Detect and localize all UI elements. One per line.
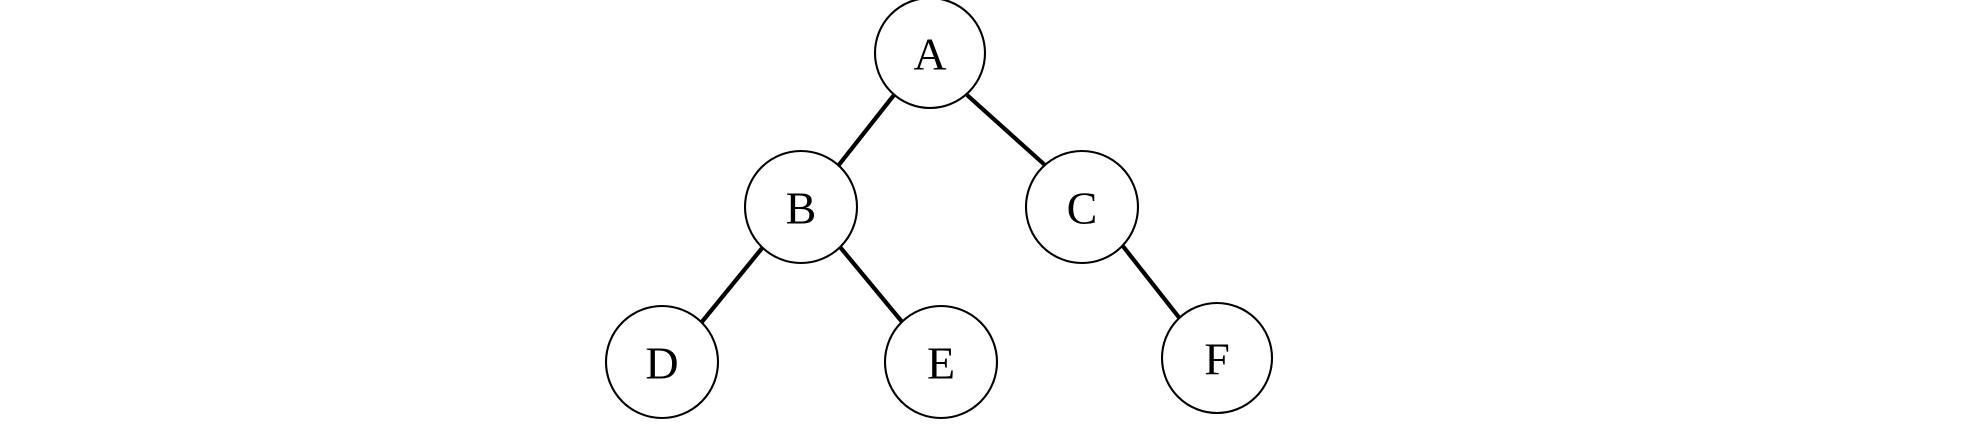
- tree-node-d[interactable]: D: [604, 304, 720, 420]
- node-circle-f[interactable]: [1160, 301, 1274, 415]
- tree-node-b[interactable]: B: [743, 149, 859, 265]
- edges-layer: [699, 93, 1183, 325]
- tree-edge-a-c: [965, 93, 1048, 168]
- node-circle-b[interactable]: [743, 149, 859, 265]
- node-circle-d[interactable]: [604, 304, 720, 420]
- node-circle-a[interactable]: [873, 0, 987, 110]
- node-circle-c[interactable]: [1024, 149, 1140, 265]
- tree-edge-b-e: [838, 245, 905, 325]
- tree-node-c[interactable]: C: [1024, 149, 1140, 265]
- tree-edge-b-d: [699, 245, 765, 325]
- tree-node-e[interactable]: E: [883, 304, 999, 420]
- tree-node-a[interactable]: A: [873, 0, 987, 110]
- tree-edge-c-f: [1120, 243, 1183, 322]
- node-circle-e[interactable]: [883, 304, 999, 420]
- tree-node-f[interactable]: F: [1160, 301, 1274, 415]
- tree-edge-a-b: [836, 93, 896, 168]
